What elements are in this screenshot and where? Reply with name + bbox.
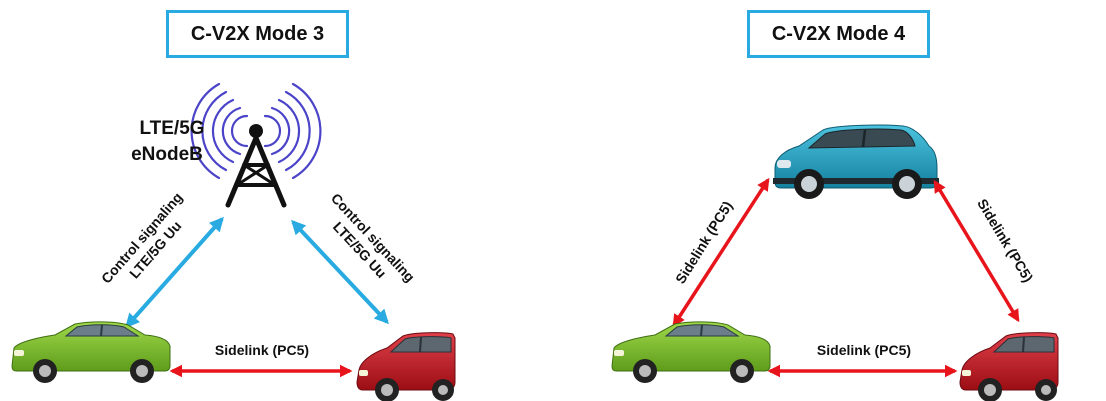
uu-right-label: Control signaling LTE/5G Uu [315,190,418,297]
tower-label-line2: eNodeB [131,144,203,165]
cell-tower-icon [228,124,284,205]
sidelink-label-mode4-right: Sidelink (PC5) [974,196,1036,285]
green-car-mode3 [12,322,170,383]
red-car-mode3 [357,333,455,401]
green-car-mode4 [612,322,770,383]
tower-label-line1: LTE/5G [139,118,204,139]
blue-suv [773,125,939,199]
sidelink-label-mode4-bottom: Sidelink (PC5) [817,342,911,358]
uu-left-label: Control signaling LTE/5G Uu [98,189,199,298]
sidelink-label-mode3: Sidelink (PC5) [215,342,309,358]
red-car-mode4 [960,333,1058,401]
